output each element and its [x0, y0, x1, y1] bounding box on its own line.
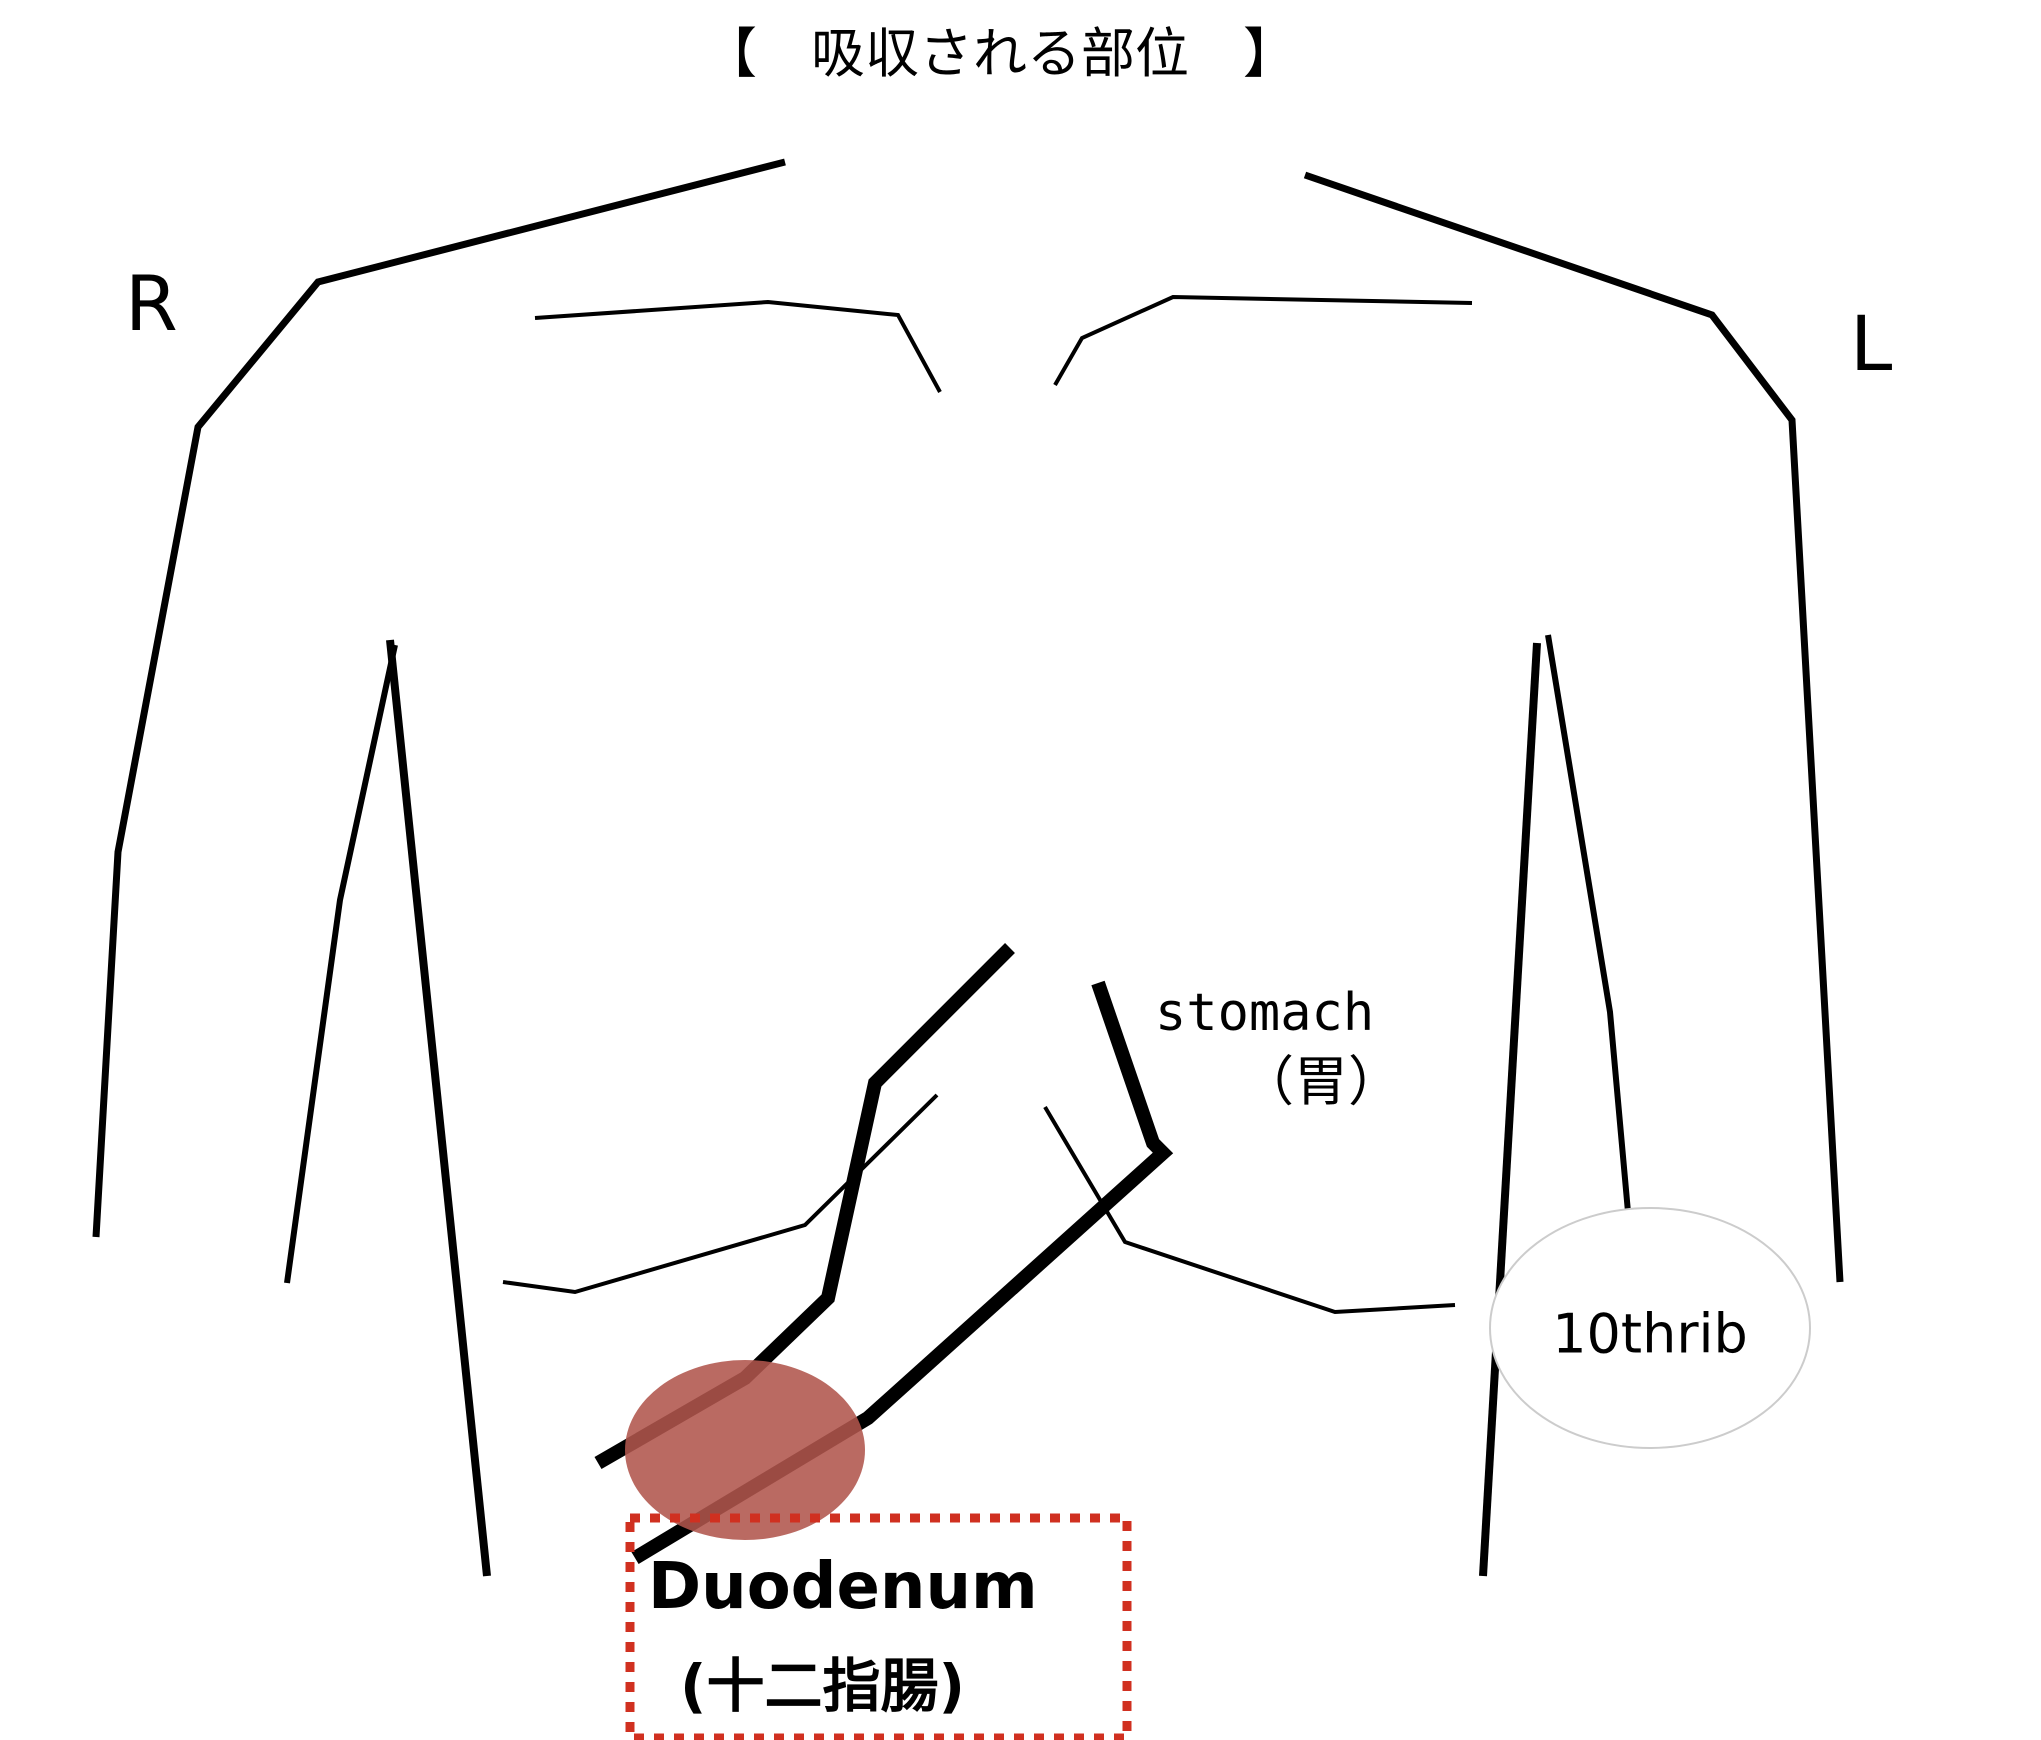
- left-outer-flank: [1545, 634, 1631, 1213]
- duodenum-label-ja: (十二指腸): [680, 1652, 965, 1720]
- right-shoulder-arm-outline: [92, 158, 786, 1238]
- duodenum-highlight: [625, 1360, 865, 1540]
- costal-margin: [502, 1093, 1456, 1315]
- duodenum-label-box: [625, 1513, 1132, 1740]
- duodenum-label: Duodenum: [648, 1550, 1038, 1624]
- left-costal-margin: [1043, 1105, 1456, 1315]
- right-inner-flank: [284, 644, 398, 1284]
- left-shoulder-arm-outline: [1303, 171, 1844, 1283]
- left-clavicle: [1053, 294, 1473, 386]
- stomach-label-ja: （胃）: [1240, 1050, 1402, 1113]
- left-side-label: L: [1850, 299, 1892, 388]
- rib-label: 10thrib: [1552, 1303, 1748, 1366]
- clavicles: [534, 294, 1473, 393]
- left-inner-flank: [1479, 642, 1541, 1577]
- body-outline: [92, 158, 1844, 1283]
- right-side-label: R: [125, 259, 178, 348]
- right-clavicle: [534, 299, 942, 393]
- stomach-label: stomach: [1155, 983, 1374, 1043]
- flank-lines: [284, 634, 1631, 1577]
- diagram-title: 【 吸収される部位 】: [703, 22, 1297, 85]
- right-costal-margin: [502, 1093, 939, 1295]
- rib-label-bubble: [1489, 1207, 1811, 1449]
- right-midline-flank: [386, 639, 491, 1577]
